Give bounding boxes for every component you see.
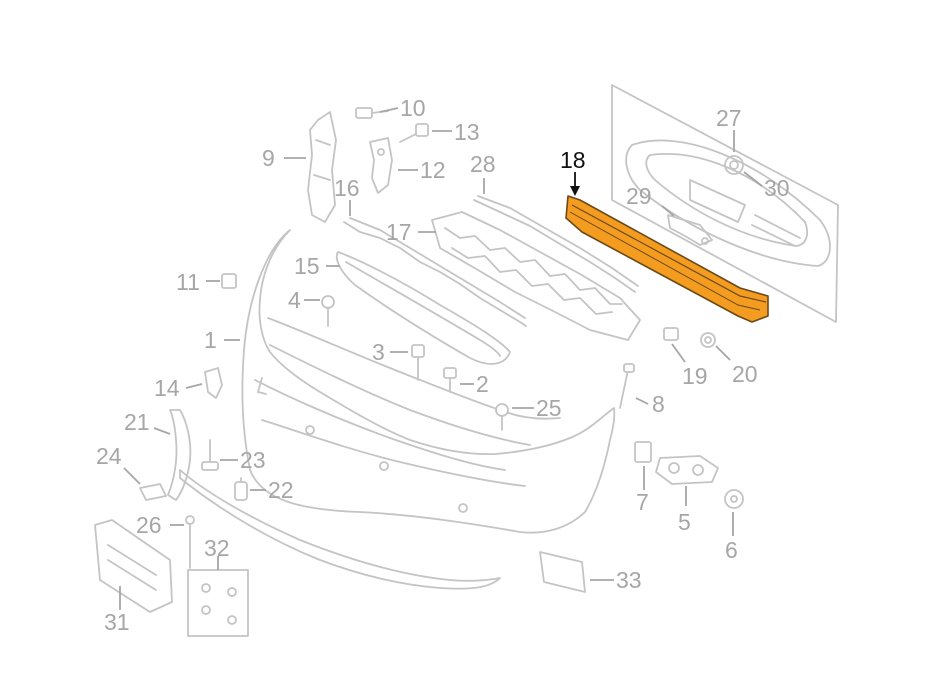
callout-23: 23 xyxy=(240,447,266,473)
callout-12: 12 xyxy=(420,157,446,183)
grille-15 xyxy=(335,251,511,365)
callout-7: 7 xyxy=(636,489,649,515)
callout-22: 22 xyxy=(268,477,294,503)
bolt-3 xyxy=(411,344,425,381)
bolt-25 xyxy=(495,403,509,431)
nut-20 xyxy=(700,332,716,348)
pin-26 xyxy=(185,515,195,569)
callout-1: 1 xyxy=(204,327,217,353)
lower-lip xyxy=(179,469,501,590)
bolt-8 xyxy=(619,363,635,409)
bracket-5 xyxy=(655,455,719,485)
callout-9: 9 xyxy=(262,145,275,171)
license-bracket-31 xyxy=(94,519,173,613)
callout-labels: 1 2 3 4 5 6 7 8 9 10 11 12 13 14 15 16 1… xyxy=(96,95,790,635)
callout-29: 29 xyxy=(626,183,652,209)
grille-panel-27 xyxy=(611,84,839,323)
callout-5: 5 xyxy=(678,509,691,535)
callout-13: 13 xyxy=(454,119,480,145)
callout-15: 15 xyxy=(294,253,320,279)
callout-17: 17 xyxy=(386,219,412,245)
emblem-bracket-29 xyxy=(667,214,713,246)
bolt-4 xyxy=(321,295,335,327)
leader-18 xyxy=(570,172,580,196)
reinforcement-bar-18 xyxy=(565,195,769,323)
callout-26: 26 xyxy=(136,512,162,538)
bumper-cover-1 xyxy=(241,229,616,534)
callout-20: 20 xyxy=(732,361,758,387)
callout-8: 8 xyxy=(652,391,665,417)
callout-33: 33 xyxy=(616,567,642,593)
callout-16: 16 xyxy=(334,175,360,201)
strip-16 xyxy=(343,217,527,327)
callout-19: 19 xyxy=(682,363,708,389)
bolt-kit-32 xyxy=(187,569,249,637)
clip-11 xyxy=(221,273,237,289)
bolt-23 xyxy=(201,439,219,471)
callout-30: 30 xyxy=(764,175,790,201)
callout-4: 4 xyxy=(288,287,301,313)
bolt-22 xyxy=(234,477,248,501)
side-bracket-21 xyxy=(167,409,192,501)
callout-10: 10 xyxy=(400,95,426,121)
clip-7 xyxy=(634,441,652,463)
callout-32: 32 xyxy=(204,535,230,561)
callout-11: 11 xyxy=(176,269,200,295)
callout-18: 18 xyxy=(560,147,586,173)
callout-25: 25 xyxy=(536,395,562,421)
callout-14: 14 xyxy=(154,375,180,401)
bolt-10 xyxy=(355,107,389,119)
clip-24 xyxy=(139,483,167,501)
callout-2: 2 xyxy=(476,371,489,397)
callout-27: 27 xyxy=(716,105,742,131)
module-33 xyxy=(539,551,586,593)
strip-28 xyxy=(473,195,639,293)
callout-6: 6 xyxy=(725,537,738,563)
clip-14 xyxy=(204,367,223,399)
callout-24: 24 xyxy=(96,443,122,469)
clip-19 xyxy=(663,327,679,341)
callout-3: 3 xyxy=(372,339,385,365)
callout-21: 21 xyxy=(124,409,150,435)
callout-28: 28 xyxy=(470,151,496,177)
bracket-9 xyxy=(307,111,337,223)
leader-lines xyxy=(119,107,763,610)
callout-31: 31 xyxy=(104,609,130,635)
bracket-12 xyxy=(369,137,393,194)
bolt-13 xyxy=(399,123,429,143)
fastener-6 xyxy=(724,489,744,509)
bolt-2 xyxy=(443,367,457,393)
absorber-17 xyxy=(431,211,641,341)
